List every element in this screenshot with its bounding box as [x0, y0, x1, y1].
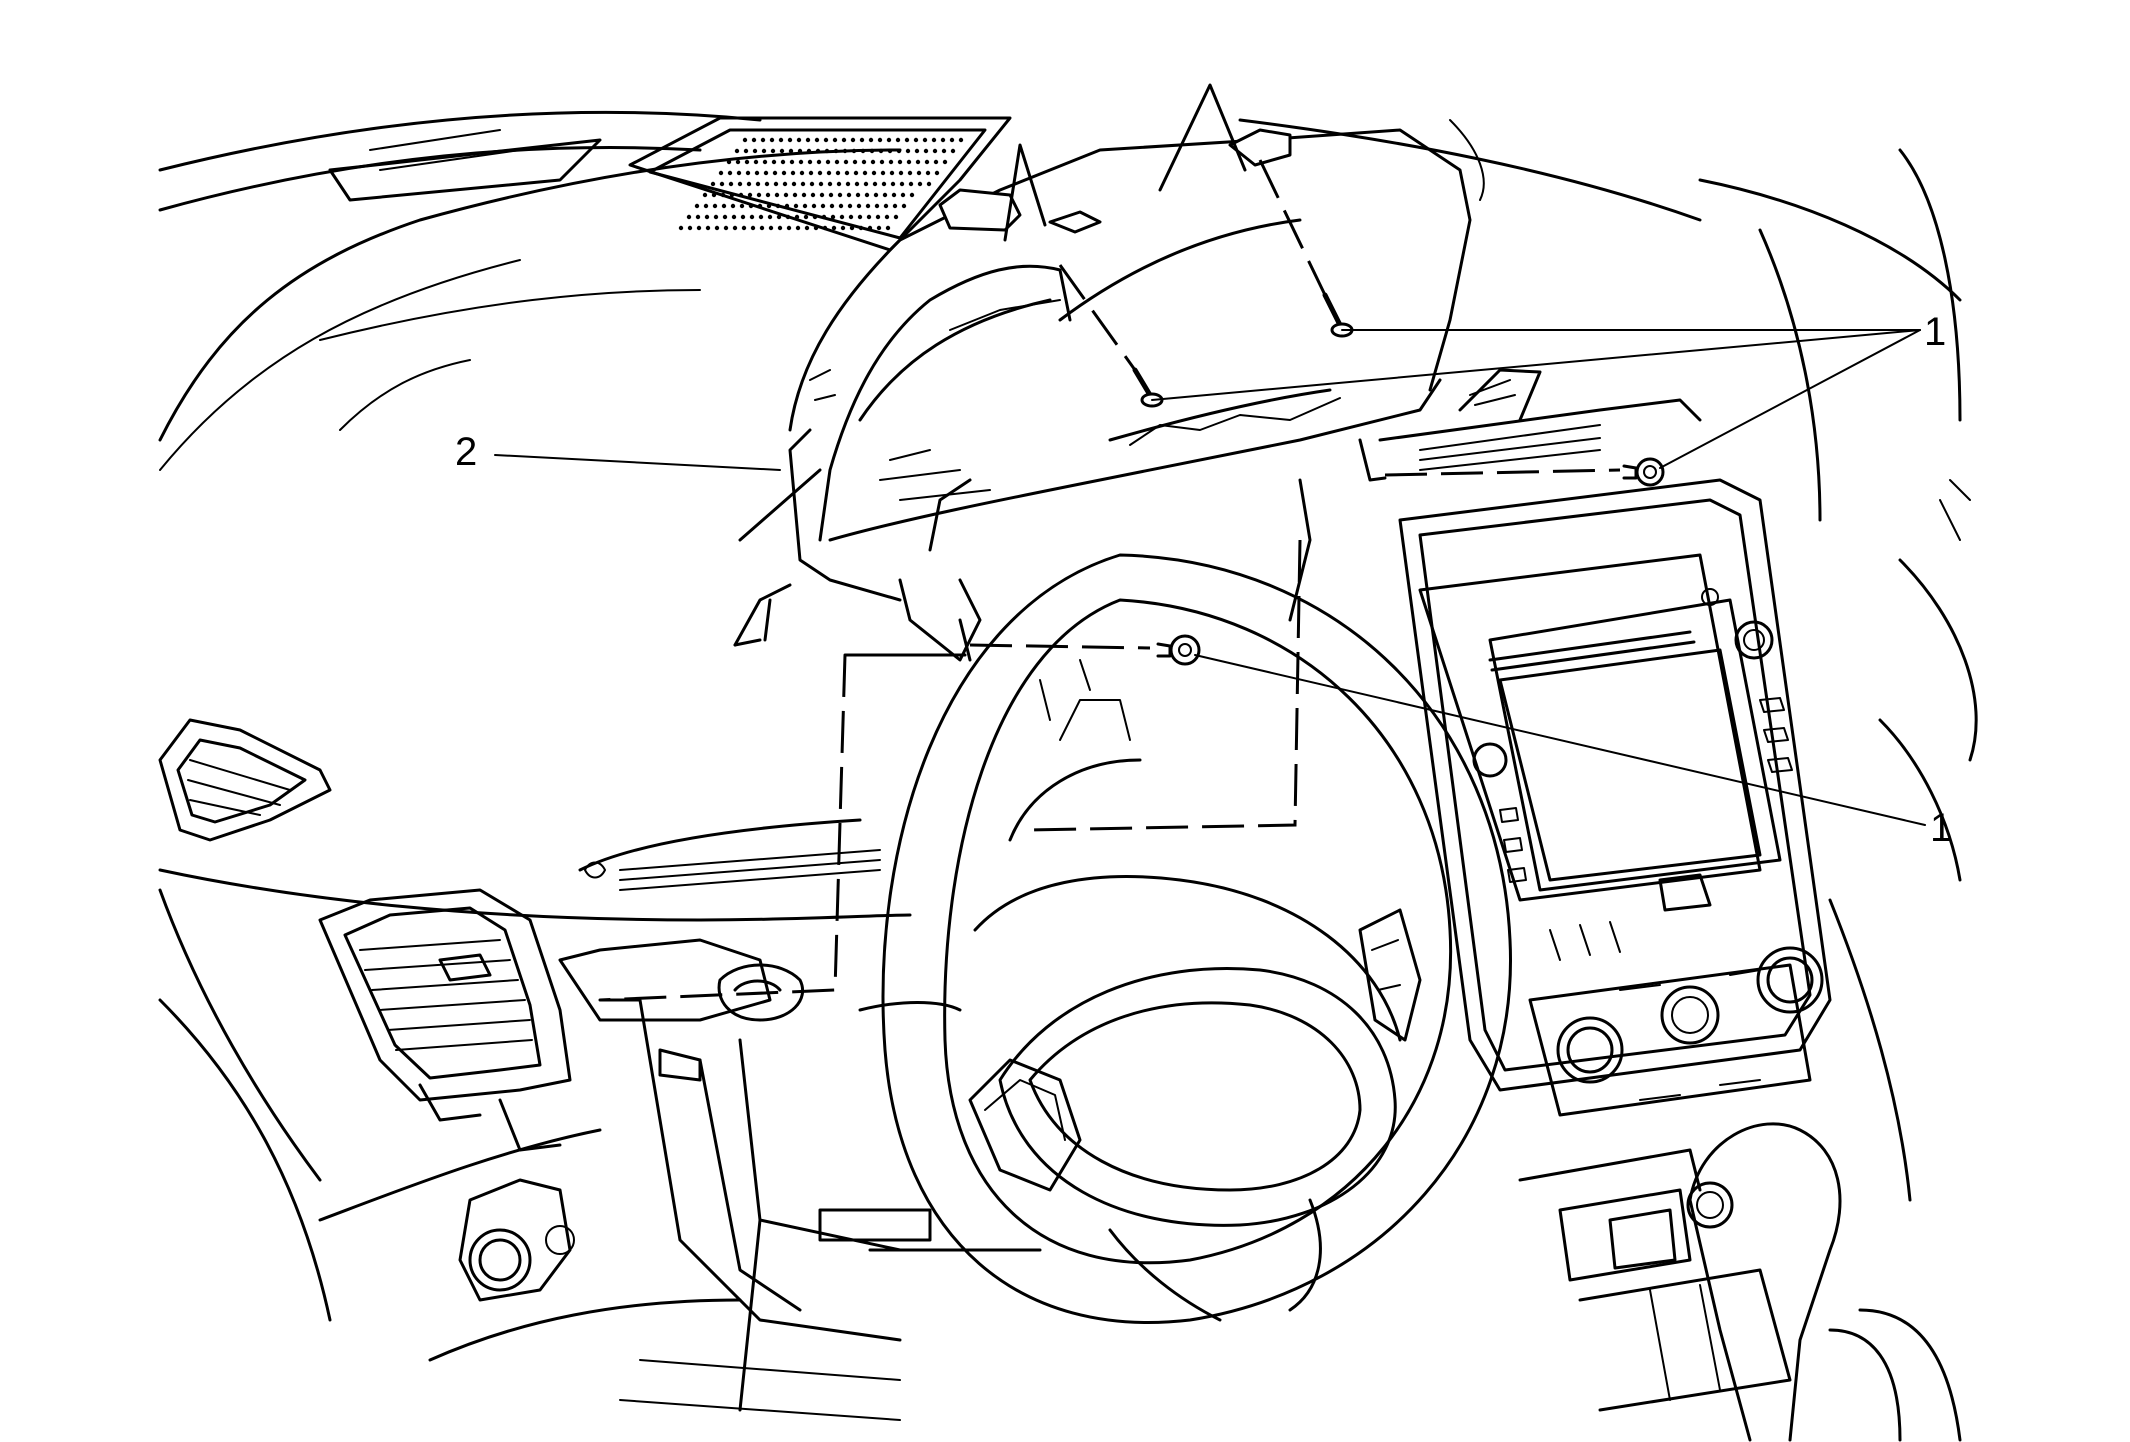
screw-upper-right [1258, 159, 1354, 338]
headlamp-switch [458, 1178, 575, 1302]
dash-top-outline [158, 110, 1962, 522]
callout-cluster: 2 [455, 430, 478, 474]
steering-wheel [881, 553, 1512, 1325]
lower-dash [158, 818, 1042, 1421]
bolt-right [1288, 438, 1665, 622]
bolt-lower [958, 618, 1201, 666]
callout-fastener-lower: 1 [1930, 806, 1953, 850]
center-air-vent [1378, 368, 1702, 471]
callout-fastener-upper: 1 [1924, 310, 1947, 354]
left-air-vent [318, 888, 702, 1152]
instrument-cluster [733, 83, 1472, 662]
corner-air-vent [158, 718, 332, 842]
gear-shifter [1686, 1122, 1962, 1442]
callout-leaders [494, 329, 1926, 826]
dash-details [319, 289, 822, 879]
fasteners [599, 159, 1665, 1002]
center-stack [1398, 478, 1832, 1412]
right-dash-edge [1828, 479, 1978, 1202]
dash-speaker-grille [628, 116, 1012, 252]
